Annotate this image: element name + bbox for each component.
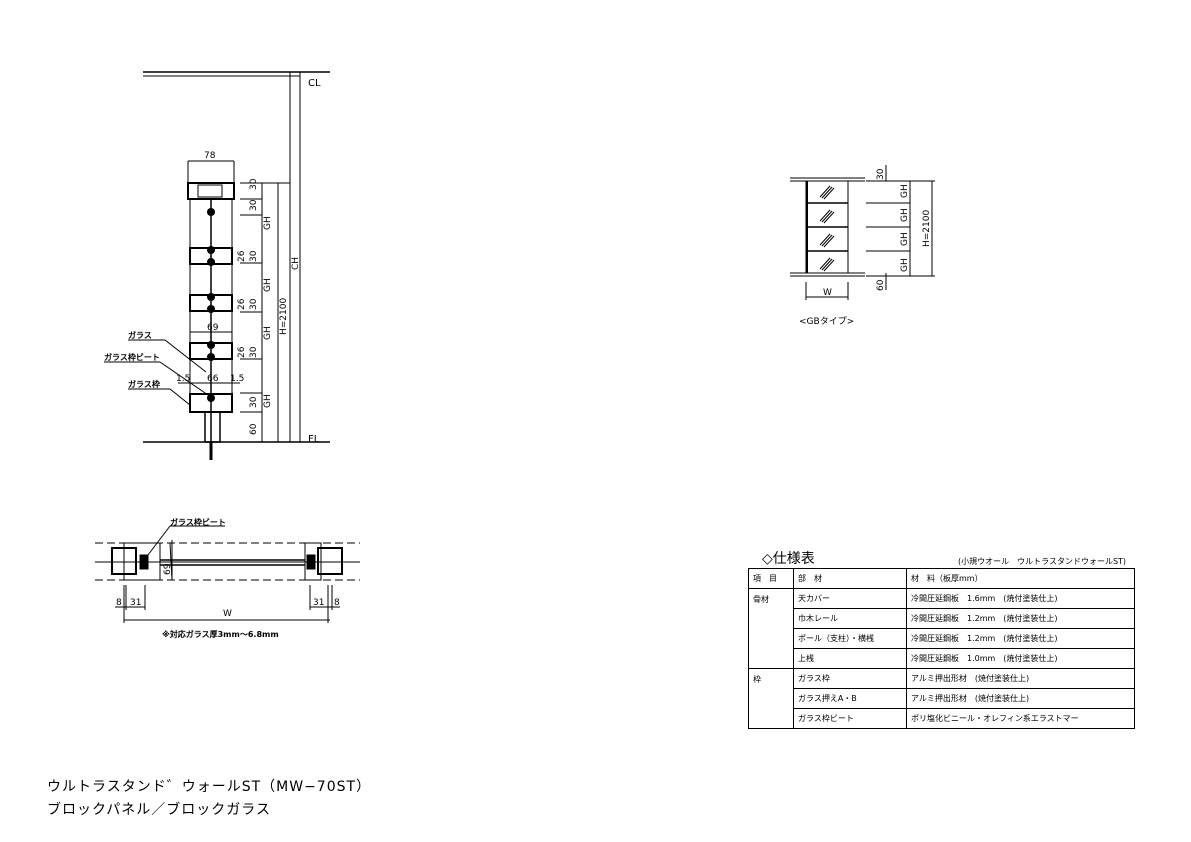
svg-text:30: 30 (249, 346, 259, 358)
svg-text:GH: GH (900, 184, 910, 198)
svg-text:26: 26 (237, 298, 247, 310)
svg-text:69: 69 (163, 563, 173, 575)
svg-text:ガラス枠: ガラス枠 (128, 379, 160, 389)
svg-text:ガラス枠ビート: ガラス枠ビート (170, 517, 226, 527)
svg-text:8: 8 (334, 598, 340, 608)
table-row: ガラス枠ビート ポリ塩化ビニール・オレフィン系エラストマー (749, 708, 1135, 729)
part-cell: 天カバー (793, 588, 907, 609)
header-part: 部 材 (793, 568, 907, 589)
svg-text:H=2100: H=2100 (279, 298, 289, 335)
svg-text:H=2100: H=2100 (922, 210, 932, 247)
svg-text:GH: GH (900, 232, 910, 246)
svg-text:CH: CH (291, 257, 301, 270)
svg-text:30: 30 (249, 178, 259, 190)
svg-text:GH: GH (263, 278, 273, 292)
svg-text:30: 30 (249, 250, 259, 262)
drawing-title: ウルトラスタンド゛ウォールST（MW−70ST） (47, 779, 372, 795)
part-cell: ポール（支柱）・横桟 (793, 628, 907, 649)
gb-labels: 30 GH GH GH GH H=2100 60 W <GBタイプ> (799, 168, 932, 327)
group-label: 骨材 (748, 588, 794, 669)
svg-text:31: 31 (313, 598, 324, 608)
table-row: 骨材 天カバー 冷間圧延鋼板 1.6mm (焼付塗装仕上) (748, 588, 1135, 669)
header-item: 項 目 (748, 568, 794, 589)
material-cell: 冷間圧延鋼板 1.2mm (焼付塗装仕上) (906, 608, 1135, 629)
svg-text:30: 30 (249, 199, 259, 211)
table-header: 項 目 部 材 材 料（板厚mm） (748, 568, 1135, 589)
plan-view (95, 525, 360, 623)
svg-text:8: 8 (116, 598, 122, 608)
material-cell: 冷間圧延鋼板 1.6mm (焼付塗装仕上) (906, 588, 1135, 609)
part-cell: ガラス枠 (793, 668, 907, 689)
section-labels: CL FL 78 30 30 GH 26 30 GH 26 30 GH 26 3… (104, 78, 321, 445)
svg-text:30: 30 (249, 298, 259, 310)
table-row: 巾木レール 冷間圧延鋼板 1.2mm (焼付塗装仕上) (749, 608, 1135, 629)
svg-text:66: 66 (207, 374, 219, 384)
material-cell: アルミ押出形材 (焼付塗装仕上) (906, 688, 1135, 709)
header-material: 材 料（板厚mm） (906, 568, 1135, 589)
svg-text:※対応ガラス厚3mm〜6.8mm: ※対応ガラス厚3mm〜6.8mm (162, 629, 279, 639)
table-row: ガラス押えA・B アルミ押出形材 (焼付塗装仕上) (749, 688, 1135, 709)
svg-text:GH: GH (263, 216, 273, 230)
svg-text:GH: GH (900, 258, 910, 272)
svg-text:W: W (223, 609, 232, 619)
drawing-subtitle: ブロックパネル／ブロックガラス (47, 802, 272, 818)
svg-text:1.5: 1.5 (230, 374, 244, 384)
svg-text:ガラス枠ビート: ガラス枠ビート (104, 352, 160, 362)
spec-subtitle: (小規ウオール ウルトラスタンドウォールST) (958, 557, 1127, 566)
plan-labels: ガラス枠ビート 69 8 31 31 8 W ※対応ガラス厚3mm〜6.8mm (116, 517, 340, 639)
svg-text:30: 30 (249, 396, 259, 408)
svg-text:GH: GH (263, 326, 273, 340)
spec-table: 項 目 部 材 材 料（板厚mm） 骨材 天カバー 冷間圧延鋼板 1.6mm (… (748, 568, 1135, 729)
table-row: 上桟 冷間圧延鋼板 1.0mm (焼付塗装仕上) (749, 648, 1135, 669)
svg-text:78: 78 (204, 151, 216, 161)
svg-text:60: 60 (876, 279, 886, 291)
section-view (104, 71, 330, 460)
part-cell: 巾木レール (793, 608, 907, 629)
svg-text:1.5: 1.5 (176, 374, 190, 384)
svg-text:69: 69 (207, 323, 219, 333)
spec-title: ◇仕様表 (762, 551, 815, 567)
part-cell: ガラス枠ビート (793, 708, 907, 729)
svg-text:GH: GH (263, 394, 273, 408)
part-cell: ガラス押えA・B (793, 688, 907, 709)
table-row: 枠 ガラス枠 アルミ押出形材 (焼付塗装仕上) (748, 668, 1135, 729)
material-cell: アルミ押出形材 (焼付塗装仕上) (906, 668, 1135, 689)
svg-text:CL: CL (308, 78, 321, 89)
svg-text:26: 26 (237, 346, 247, 358)
svg-text:FL: FL (308, 434, 320, 445)
svg-text:31: 31 (130, 598, 141, 608)
material-cell: ポリ塩化ビニール・オレフィン系エラストマー (906, 708, 1135, 729)
material-cell: 冷間圧延鋼板 1.0mm (焼付塗装仕上) (906, 648, 1135, 669)
svg-text:26: 26 (237, 250, 247, 262)
svg-text:GH: GH (900, 208, 910, 222)
part-cell: 上桟 (793, 648, 907, 669)
table-row: ポール（支柱）・横桟 冷間圧延鋼板 1.2mm (焼付塗装仕上) (749, 628, 1135, 649)
svg-text:60: 60 (249, 423, 259, 435)
svg-text:<GBタイプ>: <GBタイプ> (799, 316, 854, 327)
svg-text:30: 30 (876, 168, 886, 180)
svg-text:W: W (823, 288, 832, 298)
material-cell: 冷間圧延鋼板 1.2mm (焼付塗装仕上) (906, 628, 1135, 649)
gb-type-elevation (790, 165, 935, 300)
svg-text:ガラス: ガラス (128, 330, 152, 340)
group-label: 枠 (748, 668, 794, 729)
